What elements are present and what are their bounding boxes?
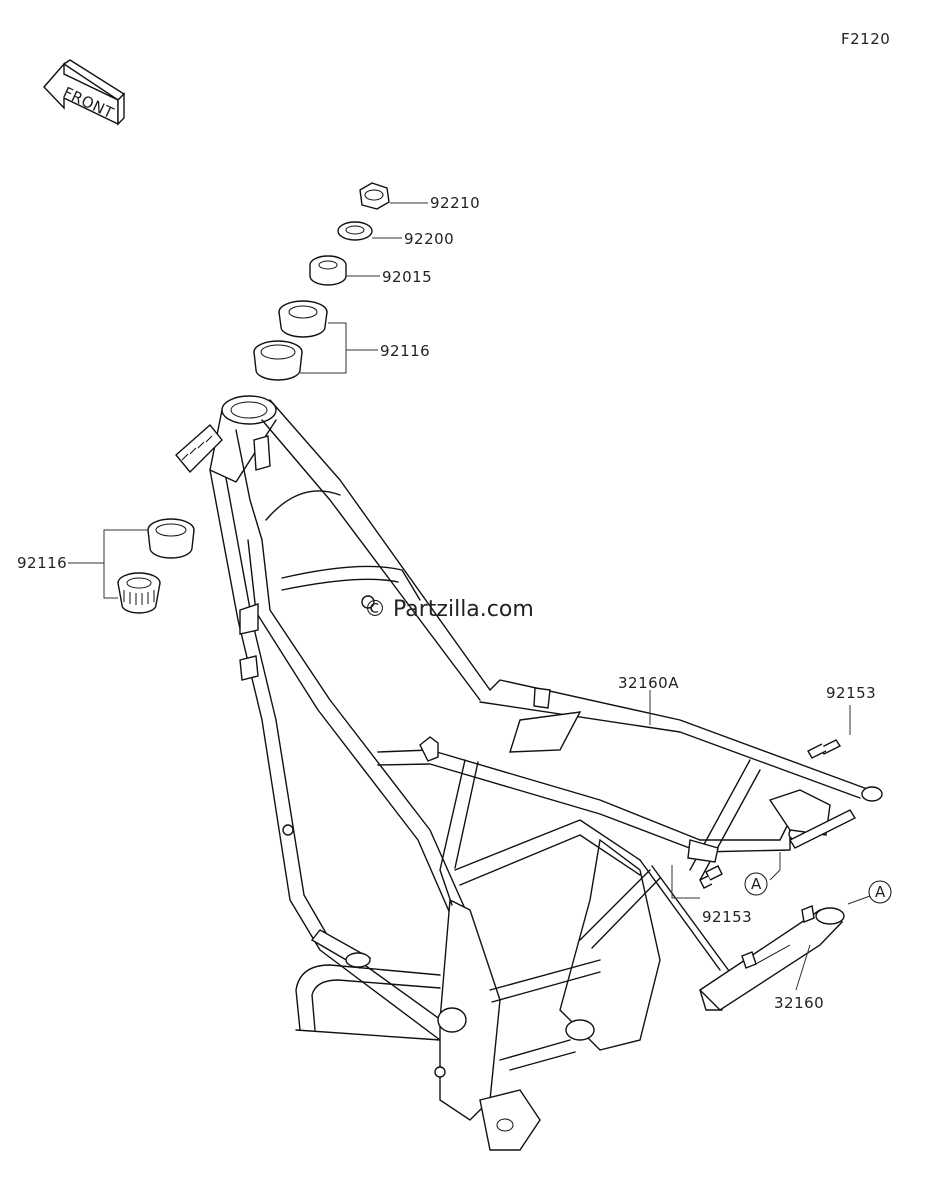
diagram-code: F2120: [841, 30, 890, 48]
motorcycle-frame: [175, 395, 883, 1151]
steering-nut-92210: [359, 182, 390, 210]
washer-92200: [337, 221, 373, 241]
front-arrow-icon: FRONT: [43, 59, 126, 126]
callout-92210: 92210: [430, 194, 480, 212]
bolt-92153-lower: [699, 865, 723, 889]
ref-a-bracket: A: [875, 883, 886, 901]
callout-32160: 32160: [774, 994, 824, 1012]
lower-bearing-92116: [117, 518, 195, 614]
ref-a-frame: A: [751, 875, 762, 893]
bolt-92153-upper: [807, 739, 842, 759]
callout-92116-upper: 92116: [380, 342, 430, 360]
watermark: © Partzilla.com: [364, 597, 534, 622]
callout-92200: 92200: [404, 230, 454, 248]
callout-92015: 92015: [382, 268, 432, 286]
adjust-nut-92015: [309, 255, 347, 286]
callout-92153-upper: 92153: [826, 684, 876, 702]
side-bracket-32160: [698, 905, 845, 1011]
callout-92116-lower: 92116: [17, 554, 67, 572]
callout-32160a: 32160A: [618, 674, 679, 692]
callout-92153-lower: 92153: [702, 908, 752, 926]
upper-bearing-92116: [253, 300, 328, 381]
